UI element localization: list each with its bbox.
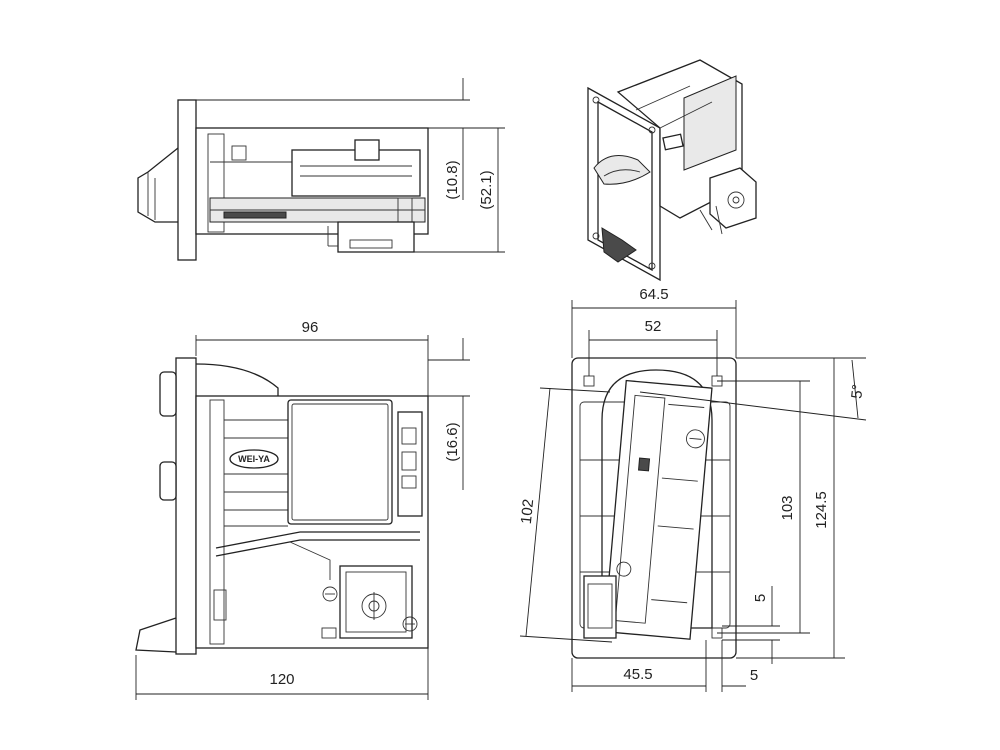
dim-label-102: 102: [518, 498, 538, 525]
dim-label-52: 52: [645, 318, 662, 335]
side-view-bracket: [339, 565, 413, 639]
side-view-faceplate: [175, 357, 197, 655]
dim-label-45-5: 45.5: [623, 666, 652, 683]
dim-label-5-bottom: 5: [750, 667, 758, 684]
wei-ya-logo-text: WEI-YA: [238, 454, 270, 464]
dim-label-120: 120: [269, 671, 294, 688]
front-view-bottom-connector: [583, 575, 617, 639]
dim-label-5-side: 5: [752, 594, 769, 602]
top-view-bracket: [337, 221, 415, 253]
side-view-ribs: [224, 419, 288, 527]
iso-bracket: [709, 167, 757, 229]
dim-label-5-deg: 5°: [848, 384, 866, 400]
dim-label-52-1: (52.1): [478, 170, 495, 209]
dim-label-16-6: (16.6): [444, 422, 461, 461]
wei-ya-logo: [229, 449, 279, 469]
iso-return-chute: [601, 227, 637, 263]
top-view: (10.8) (52.1): [137, 78, 505, 261]
screw-icon: [322, 586, 338, 602]
top-view-faceplate: [177, 99, 197, 261]
dim-label-103: 103: [779, 495, 796, 520]
side-view: WEI-YA 96 (16.6): [135, 319, 470, 700]
side-view-label-panel: [287, 399, 393, 525]
top-view-coin-entry: [137, 147, 179, 223]
isometric-view: [587, 59, 757, 282]
front-view-mechanism: [603, 379, 713, 640]
dim-label-124-5: 124.5: [813, 491, 830, 529]
dim-label-64-5: 64.5: [639, 286, 668, 303]
screw-icon: [402, 616, 418, 632]
dim-label-96: 96: [302, 319, 319, 336]
dim-label-10-8: (10.8): [444, 160, 461, 199]
front-view: 64.5 52 103 124.5 5° 102 5 45.5: [518, 286, 867, 692]
